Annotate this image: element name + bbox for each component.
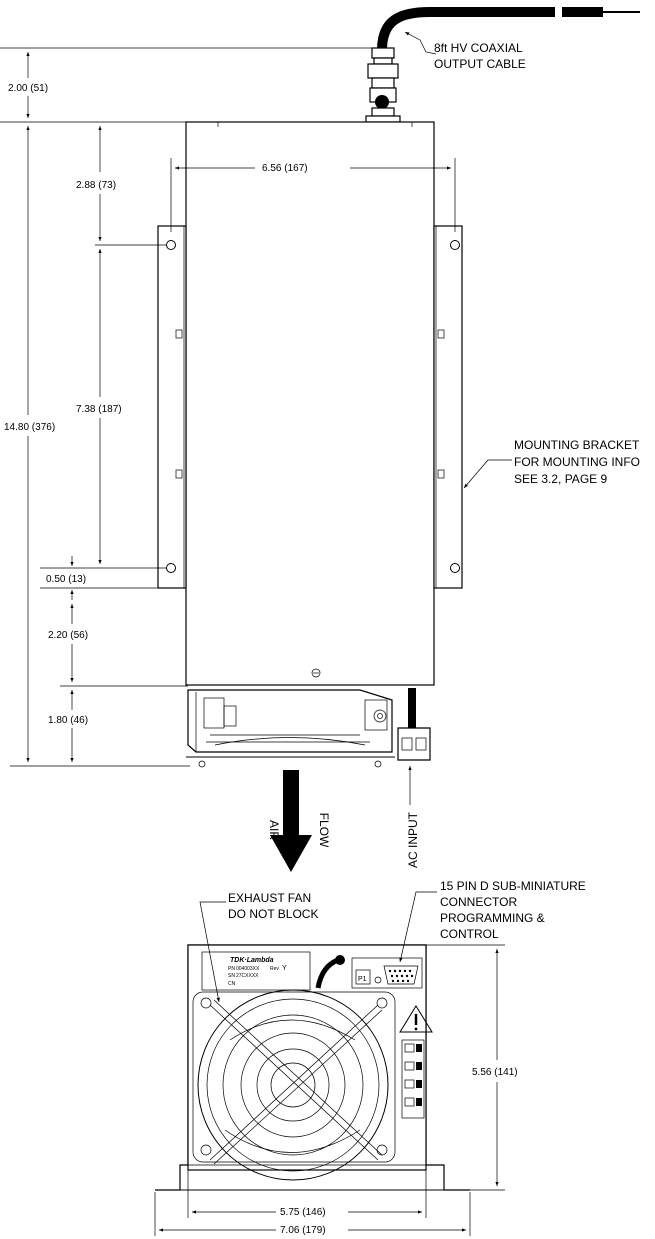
brand-logo: TDK·Lambda xyxy=(230,957,274,964)
connector-callout: 15 PIN D SUB-MINIATURE CONNECTOR PROGRAM… xyxy=(399,879,586,963)
ac-terminal-block xyxy=(401,1039,425,1119)
rev-label: Rev xyxy=(270,966,279,972)
bracket-label-line1: MOUNTING BRACKET xyxy=(514,438,640,452)
end-flange-width-dimension: 7.06 (179) xyxy=(280,1225,326,1236)
lower-section-dimension: 2.20 (56) xyxy=(48,630,88,641)
left-mounting-bracket xyxy=(157,225,187,589)
fan-assembly-side xyxy=(186,688,431,768)
housing-body xyxy=(185,121,435,686)
fan-screw-icon xyxy=(376,1144,388,1156)
connector-label-line3: PROGRAMMING & xyxy=(440,911,545,925)
bracket-callout: MOUNTING BRACKET FOR MOUNTING INFO SEE 3… xyxy=(463,438,640,489)
air-label: AIR xyxy=(267,820,281,840)
fan-screw-icon xyxy=(200,997,212,1009)
mounting-hole-icon xyxy=(450,563,460,573)
bracket-label-line3: SEE 3.2, PAGE 9 xyxy=(514,472,607,486)
nameplate-label: TDK·Lambda PN 004003XX Rev Y SN 27CXXXX … xyxy=(201,951,311,991)
pn-label: PN xyxy=(228,966,235,972)
connector-label-line4: CONTROL xyxy=(440,927,499,941)
bracket-width-dimension: 6.56 (167) xyxy=(262,163,308,174)
end-height-dimension: 5.56 (141) xyxy=(472,1067,518,1078)
bracket-width-dimension-line: 6.56 (167) xyxy=(170,158,456,232)
hv-cable-stub xyxy=(315,955,345,989)
ac-input-label: AC INPUT xyxy=(406,811,420,868)
warning-icon xyxy=(399,1005,433,1033)
total-height-dimension: 14.80 (376) xyxy=(4,422,55,433)
hv-cable-callout: 8ft HV COAXIAL OUTPUT CABLE xyxy=(404,31,526,71)
fan-screw-icon xyxy=(376,997,388,1009)
power-supply-housing xyxy=(185,121,435,686)
down-arrow-icon xyxy=(270,770,312,872)
bracket-label-line2: FOR MOUNTING INFO xyxy=(514,455,640,469)
right-mounting-bracket xyxy=(433,225,463,589)
connector-label: P1 xyxy=(358,976,367,983)
end-panel xyxy=(187,944,427,1171)
fan-label-line2: DO NOT BLOCK xyxy=(228,907,318,921)
hole-spacing-dimension: 7.38 (187) xyxy=(76,404,122,415)
cn-label: CN xyxy=(228,981,236,987)
end-width-dimension: 5.75 (146) xyxy=(280,1207,326,1218)
mounting-hole-icon xyxy=(166,563,176,573)
hv-coaxial-cable xyxy=(365,6,640,123)
end-view: TDK·Lambda PN 004003XX Rev Y SN 27CXXXX … xyxy=(155,944,470,1191)
air-flow-arrow: AIR FLOW xyxy=(267,770,331,872)
flow-label: FLOW xyxy=(317,813,331,848)
hv-cable-label-line1: 8ft HV COAXIAL xyxy=(434,41,523,55)
sn-value: 27CXXXX xyxy=(236,973,259,979)
mounting-hole-icon xyxy=(450,240,460,250)
hole-to-bottom-dimension: 0.50 (13) xyxy=(46,574,86,585)
fan-label-line1: EXHAUST FAN xyxy=(228,891,311,905)
cable-height-dimension: 2.00 (51) xyxy=(8,83,48,94)
connector-label-line2: CONNECTOR xyxy=(440,895,517,909)
vertical-dimensions: 2.00 (51) 14.80 (376) 2.88 (73) 7.38 (18… xyxy=(0,47,372,767)
sn-label: SN xyxy=(228,973,235,979)
fan-section-dimension: 1.80 (46) xyxy=(48,715,88,726)
top-to-hole-dimension: 2.88 (73) xyxy=(76,180,116,191)
fan-screw-icon xyxy=(200,1144,212,1156)
rev-value: Y xyxy=(282,965,287,972)
d-sub-connector: P1 xyxy=(351,957,423,989)
ac-input-callout: AC INPUT xyxy=(406,766,420,868)
connector-label-line1: 15 PIN D SUB-MINIATURE xyxy=(440,879,586,893)
hv-cable-label-line2: OUTPUT CABLE xyxy=(434,57,526,71)
fan-callout: EXHAUST FAN DO NOT BLOCK xyxy=(199,891,318,1003)
screw-icon xyxy=(311,668,321,678)
pn-value: 004003XX xyxy=(236,966,260,972)
end-view-dimensions: 5.56 (141) 5.75 (146) 7.06 (179) xyxy=(154,944,518,1236)
bnc-connector xyxy=(365,47,401,123)
mounting-hole-icon xyxy=(166,240,176,250)
